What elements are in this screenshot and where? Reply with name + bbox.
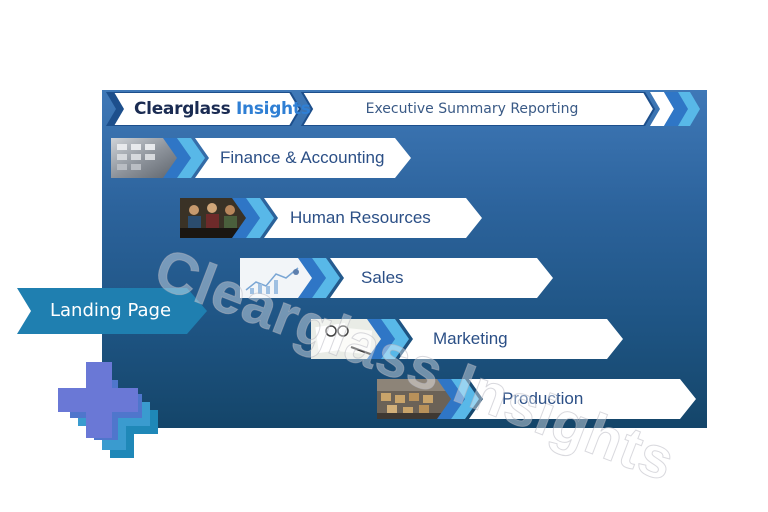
menu-item-human-resources[interactable]: Human Resources bbox=[180, 198, 484, 238]
menu-item-production-label: Production bbox=[502, 389, 584, 408]
menu-item-production-shape bbox=[377, 379, 696, 419]
landing-page-button[interactable]: Landing Page bbox=[17, 288, 207, 334]
menu-item-marketing-label: Marketing bbox=[433, 329, 508, 348]
menu-item-marketing-shape bbox=[311, 319, 623, 359]
menu-item-sales[interactable]: Sales bbox=[240, 258, 555, 298]
menu-item-finance-shape bbox=[111, 138, 411, 178]
menu-item-sales-label: Sales bbox=[361, 268, 404, 287]
landing-page-label: Landing Page bbox=[50, 300, 172, 321]
header-bar: Clearglass Insights Executive Summary Re… bbox=[104, 91, 704, 127]
brand-main-text: Clearglass bbox=[134, 99, 237, 119]
brand-accent-text: Insights bbox=[236, 99, 311, 119]
report-title: Executive Summary Reporting bbox=[365, 101, 579, 117]
menu-item-human-resources-label: Human Resources bbox=[290, 208, 431, 227]
landing-page-shape bbox=[17, 288, 207, 334]
menu-item-finance-label: Finance & Accounting bbox=[220, 148, 385, 167]
decorative-cross-icon bbox=[58, 362, 168, 460]
menu-item-marketing[interactable]: Marketing bbox=[311, 319, 625, 359]
brand-logo: Clearglass Insights bbox=[134, 95, 311, 123]
menu-item-sales-shape bbox=[240, 258, 553, 298]
menu-item-human-resources-shape bbox=[180, 198, 482, 238]
cross-shapes bbox=[58, 362, 158, 458]
menu-item-finance[interactable]: Finance & Accounting bbox=[111, 138, 413, 178]
menu-item-production[interactable]: Production bbox=[377, 379, 698, 419]
